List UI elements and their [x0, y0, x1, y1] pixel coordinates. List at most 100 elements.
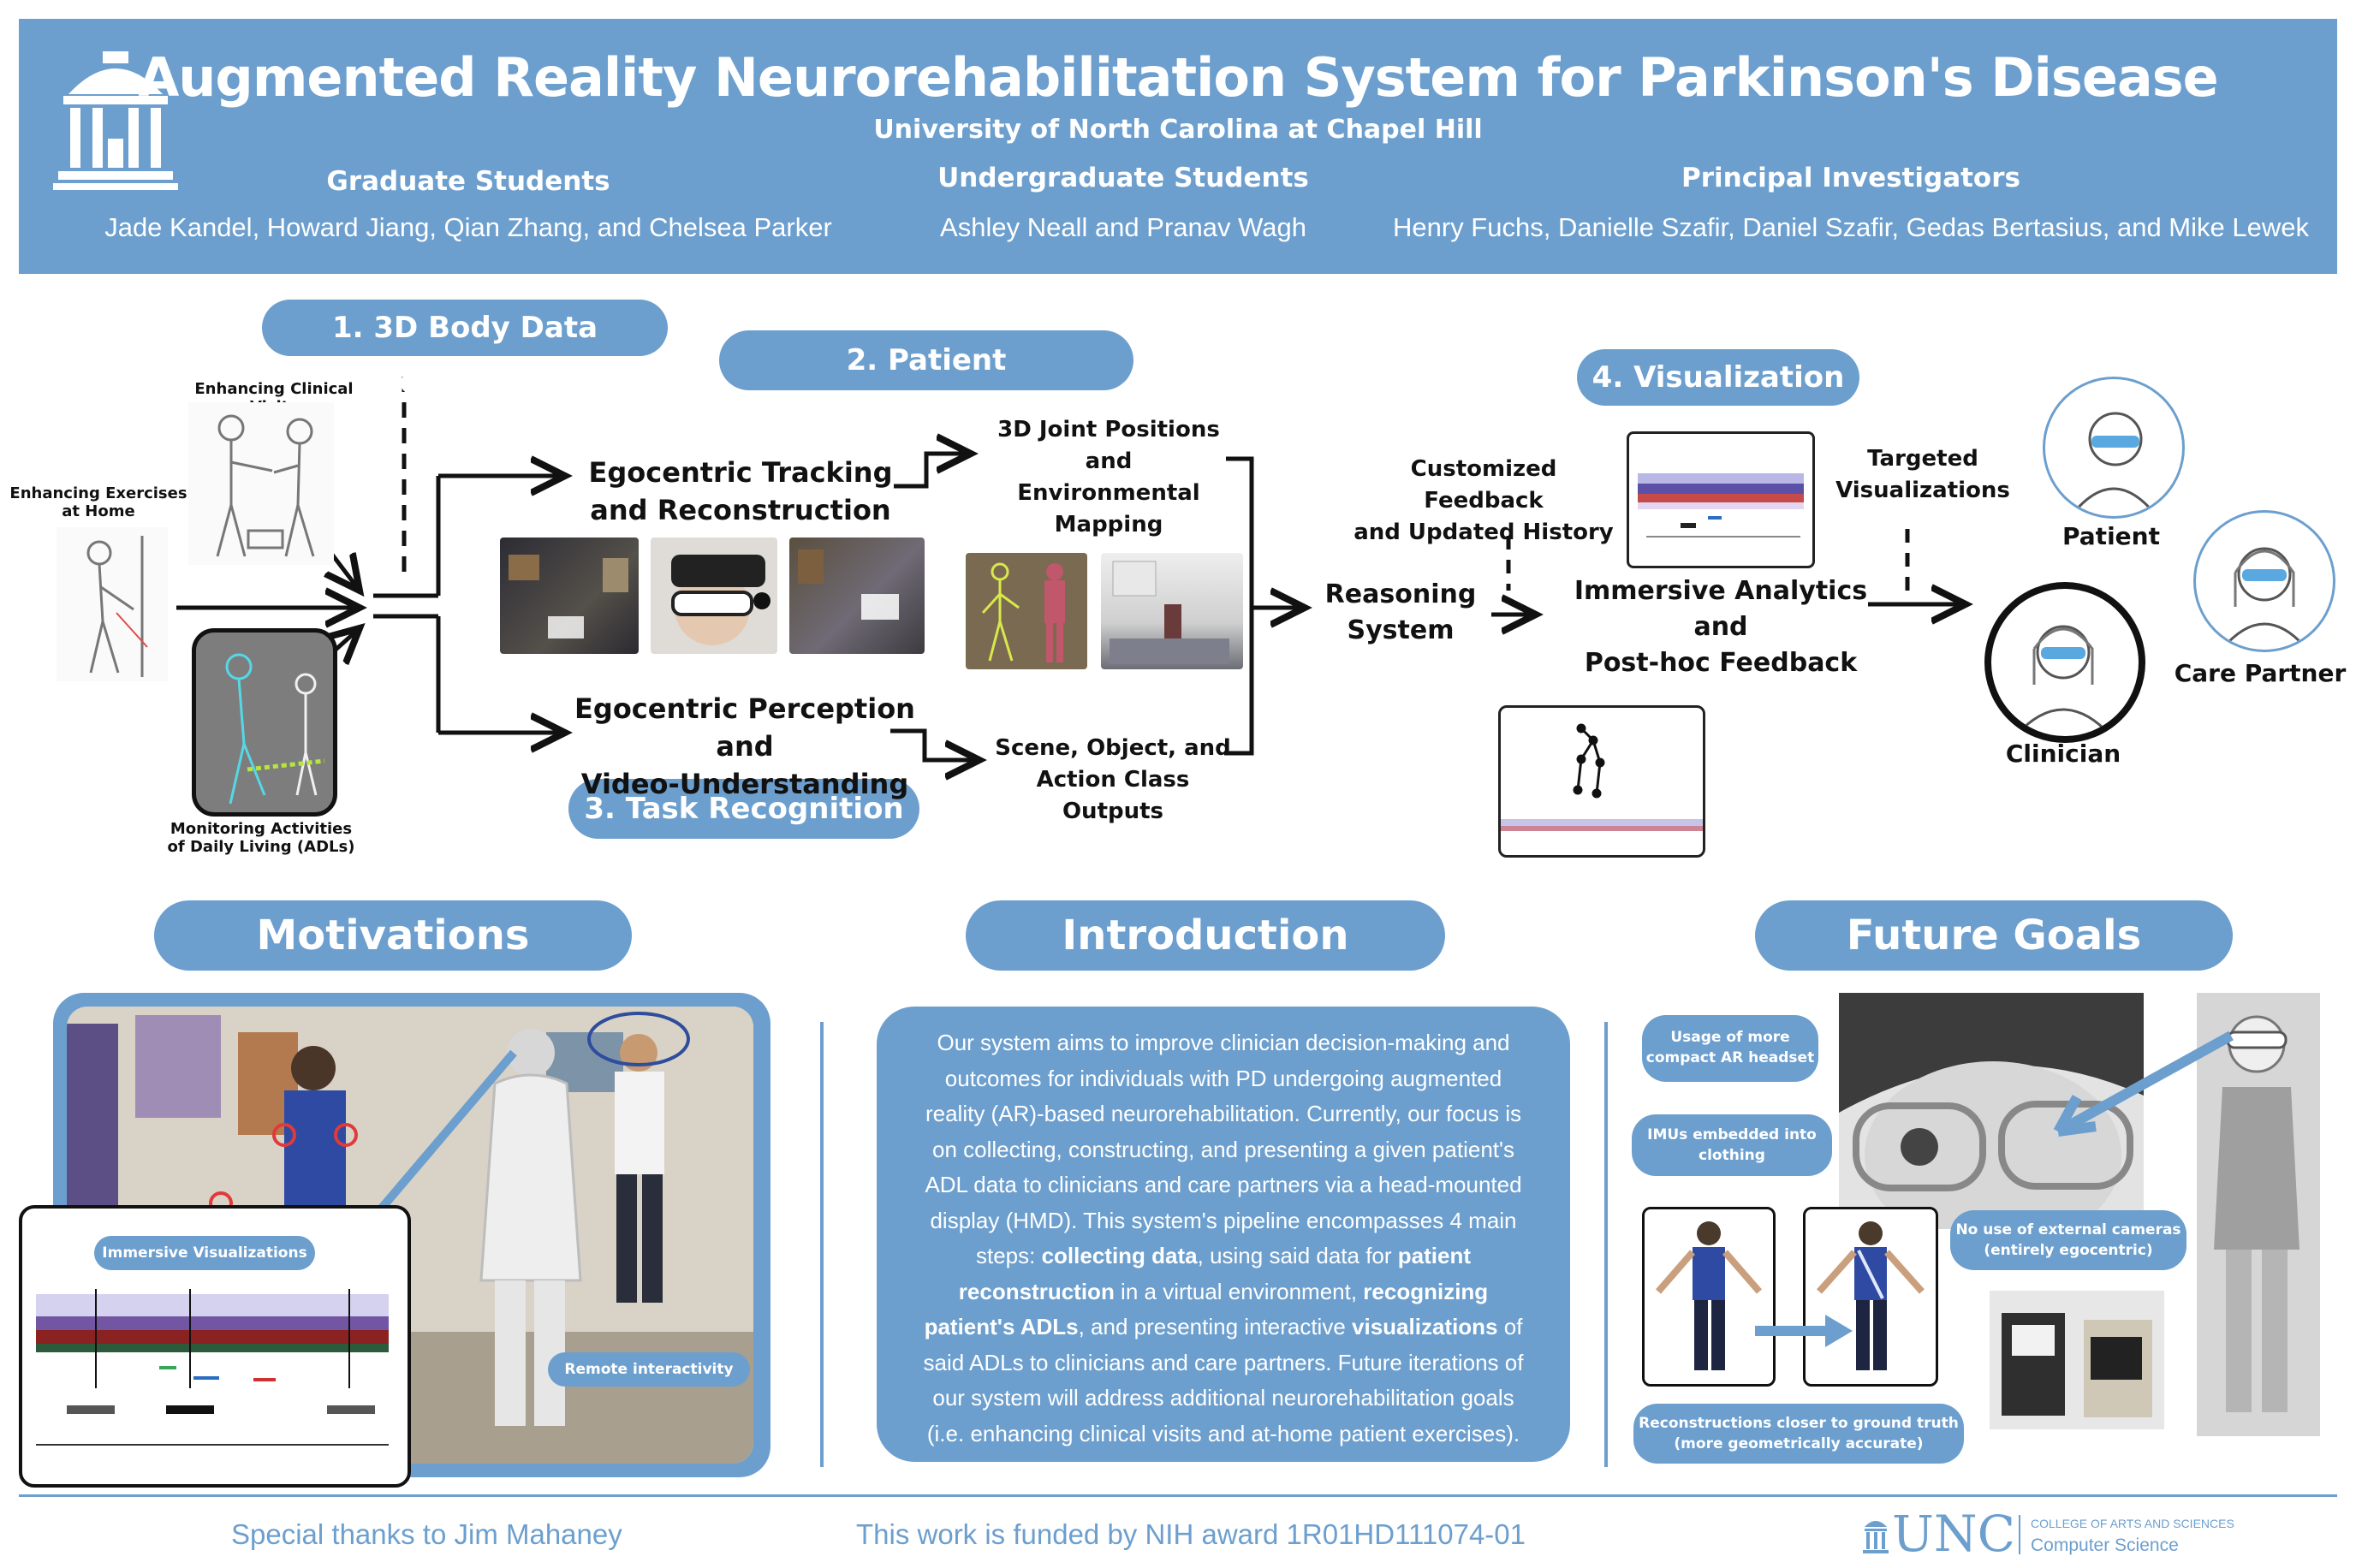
- intro-segment: display (HMD). This system's pipeline en…: [930, 1207, 1517, 1233]
- headset-wearer-photo: [651, 538, 777, 654]
- column-divider-right: [1604, 1022, 1608, 1467]
- intro-bold-segment: visualizations: [1352, 1314, 1498, 1339]
- intro-segment: in a virtual environment,: [1114, 1278, 1364, 1304]
- intro-line: our system will address additional neuro…: [894, 1381, 1553, 1417]
- intro-bold-segment: collecting data: [1041, 1243, 1198, 1268]
- unc-wordmark: UNC: [1892, 1505, 2016, 1563]
- customized-feedback-label: Customized Feedback and Updated History: [1351, 454, 1616, 549]
- immersive-analytics-label: Immersive Analytics and Post-hoc Feedbac…: [1558, 573, 1883, 681]
- label-home-exercises: Enhancing Exercises at Home: [9, 484, 188, 520]
- reconstruction-before: [1642, 1207, 1776, 1387]
- intro-segment: , and presenting interactive: [1078, 1314, 1353, 1339]
- step1-pill: 1. 3D Body Data Capture: [262, 300, 668, 401]
- skeleton-visualization-thumbnail: [1498, 705, 1705, 858]
- targeted-line2: Visualizations: [1835, 478, 2010, 503]
- intro-line: outcomes for individuals with PD undergo…: [894, 1061, 1553, 1097]
- imu-line1: IMUs embedded into: [1647, 1126, 1817, 1143]
- ground-truth-reconstruction-tag: Reconstructions closer to ground truth (…: [1633, 1404, 1964, 1464]
- recon-line2: (more geometrically accurate): [1674, 1435, 1924, 1452]
- recon-line1: Reconstructions closer to ground truth: [1639, 1415, 1959, 1432]
- care-partner-portrait: [2193, 510, 2335, 652]
- cams-line2: (entirely egocentric): [1984, 1242, 2153, 1259]
- group-names-graduate: Jade Kandel, Howard Jiang, Qian Zhang, a…: [104, 212, 832, 242]
- scene-outputs-label: Scene, Object, and Action Class Outputs: [985, 733, 1241, 828]
- imu-line2: clothing: [1699, 1147, 1765, 1164]
- adl-monitoring-image: [192, 628, 337, 817]
- group-title-pis: Principal Investigators: [1681, 163, 2020, 193]
- intro-line: said ADLs to clinicians and care partner…: [894, 1345, 1553, 1381]
- egocentric-perception-label: Egocentric Perception and Video-Understa…: [565, 690, 925, 803]
- role-care-partner: Care Partner: [2174, 659, 2347, 687]
- feedback-line1: Customized Feedback: [1410, 456, 1557, 514]
- group-title-graduate: Graduate Students: [326, 166, 610, 197]
- egocentric-tracking-label: Egocentric Tracking and Reconstruction: [582, 454, 899, 529]
- intro-line: reality (AR)-based neurorehabilitation. …: [894, 1096, 1553, 1132]
- intro-segment: said ADLs to clinicians and care partner…: [923, 1349, 1524, 1375]
- column-divider-left: [820, 1022, 824, 1467]
- footer-logo-divider: [2019, 1515, 2020, 1554]
- headset-line2: compact AR headset: [1645, 1049, 1815, 1066]
- analytics-line1: Immersive Analytics: [1574, 576, 1868, 606]
- joints-line1: 3D Joint Positions: [997, 417, 1220, 442]
- joints-line2: and: [1085, 448, 1133, 474]
- clinician-portrait: [1984, 582, 2145, 743]
- no-external-cameras-tag: No use of external cameras (entirely ego…: [1950, 1210, 2186, 1270]
- intro-line: on collecting, constructing, and present…: [894, 1132, 1553, 1168]
- headset-arrow: [2053, 1030, 2234, 1137]
- label-adl-line2: of Daily Living (ADLs): [167, 838, 355, 856]
- introduction-body: Our system aims to improve clinician dec…: [894, 1025, 1553, 1452]
- joints-line4: Mapping: [1054, 512, 1163, 538]
- intro-segment: on collecting, constructing, and present…: [932, 1136, 1514, 1162]
- intro-segment: , using said data for: [1197, 1243, 1398, 1268]
- label-home-line2: at Home: [62, 502, 135, 520]
- immersive-visualizations-tag: Immersive Visualizations: [94, 1236, 315, 1270]
- intro-segment: reality (AR)-based neurorehabilitation. …: [925, 1101, 1522, 1126]
- footer-college: COLLEGE OF ARTS AND SCIENCES: [2031, 1517, 2234, 1530]
- joint-positions-label: 3D Joint Positions and Environmental Map…: [985, 414, 1233, 541]
- patient-portrait: [2043, 377, 2185, 519]
- perception-line1: Egocentric Perception and: [574, 692, 915, 763]
- poster-subtitle: University of North Carolina at Chapel H…: [873, 115, 1483, 145]
- room-scan-photo-2: [789, 538, 925, 654]
- egocentric-camera-photo: [1990, 1291, 2164, 1429]
- introduction-heading: Introduction: [966, 900, 1445, 971]
- remote-interactivity-tag: Remote interactivity: [548, 1352, 750, 1387]
- group-names-pis: Henry Fuchs, Danielle Szafir, Daniel Sza…: [1393, 212, 2309, 242]
- reasoning-line2: System: [1347, 615, 1455, 645]
- intro-segment: our system will address additional neuro…: [932, 1385, 1514, 1411]
- intro-line: ADL data to clinicians and care partners…: [894, 1167, 1553, 1203]
- home-exercise-sketch: [57, 527, 168, 681]
- immersive-visualization-panel: [19, 1205, 411, 1488]
- intro-segment: outcomes for individuals with PD undergo…: [944, 1065, 1502, 1091]
- reconstruction-arrow: [1755, 1315, 1853, 1347]
- intro-bold-segment: reconstruction: [958, 1278, 1115, 1304]
- intro-line: (i.e. enhancing clinical visits and at-h…: [894, 1417, 1553, 1452]
- future-person-sketch: [2197, 993, 2320, 1436]
- environment-mesh-image: [1101, 553, 1243, 669]
- intro-bold-segment: patient: [1397, 1243, 1471, 1268]
- motivations-heading: Motivations: [154, 900, 632, 971]
- tracking-line2: and Reconstruction: [590, 494, 891, 526]
- skeleton-overlay-image: [966, 553, 1087, 669]
- clinical-visit-sketch: [188, 402, 334, 565]
- intro-bold-segment: patient's ADLs: [924, 1314, 1079, 1339]
- introduction-box: Our system aims to improve clinician dec…: [877, 1007, 1570, 1462]
- intro-line: Our system aims to improve clinician dec…: [894, 1025, 1553, 1061]
- role-clinician: Clinician: [2005, 739, 2121, 768]
- reasoning-line1: Reasoning: [1324, 579, 1477, 609]
- intro-line: reconstruction in a virtual environment,…: [894, 1274, 1553, 1310]
- unc-well-icon: [1863, 1521, 1889, 1553]
- step3-pill: 3. Task Recognition: [568, 779, 919, 839]
- reconstruction-after: [1803, 1207, 1938, 1387]
- reasoning-system-label: Reasoning System: [1315, 577, 1486, 649]
- intro-line: display (HMD). This system's pipeline en…: [894, 1203, 1553, 1239]
- poster-title: Augmented Reality Neurorehabilitation Sy…: [138, 46, 2218, 109]
- label-home-line1: Enhancing Exercises: [9, 484, 187, 502]
- intro-bold-segment: recognizing: [1363, 1278, 1489, 1304]
- future-goals-heading: Future Goals: [1755, 900, 2233, 971]
- compact-headset-photo: [1839, 993, 2144, 1229]
- intro-segment: (i.e. enhancing clinical visits and at-h…: [926, 1420, 1520, 1446]
- perception-line2: Video-Understanding: [580, 768, 909, 800]
- poster-header: Augmented Reality Neurorehabilitation Sy…: [19, 19, 2337, 274]
- room-scan-photo-1: [500, 538, 639, 654]
